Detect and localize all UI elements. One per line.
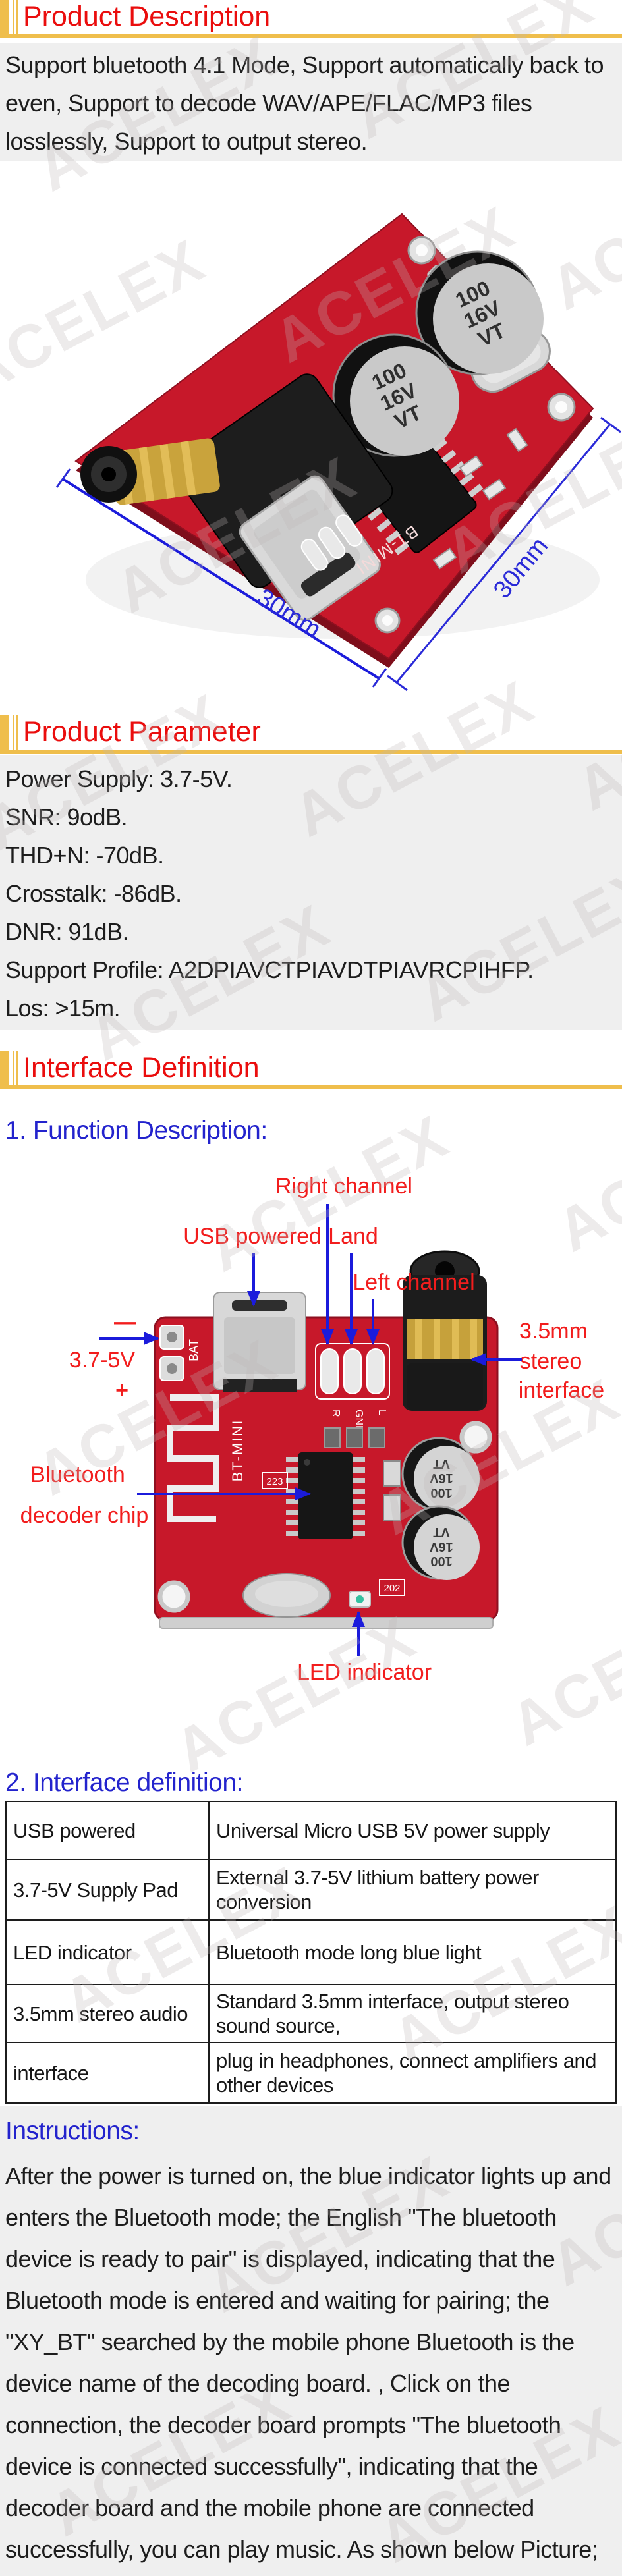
parameter-item: Support Profile: A2DPIAVCTPIAVDTPIAVRCPI… <box>5 956 534 983</box>
gold-underline <box>0 1085 622 1089</box>
gold-accent-line <box>13 0 14 34</box>
silkscreen-board-name: BT-MINI <box>229 1419 246 1482</box>
interface-definition-heading: 2. Interface definition: <box>5 1768 243 1797</box>
label-usb-powered: USB powered <box>183 1224 322 1249</box>
label-supply-plus: + <box>115 1378 128 1403</box>
parameter-item: DNR: 91dB. <box>5 918 129 945</box>
gold-accent-line <box>13 1051 14 1085</box>
mounting-holes <box>157 1421 492 1613</box>
table-cell: Standard 3.5mm interface, output stereo … <box>208 1984 617 2043</box>
parameter-item: SNR: 9odB. <box>5 804 128 831</box>
section-header-parameter: Product Parameter <box>0 715 622 754</box>
gold-accent-bar <box>0 0 9 34</box>
capacitor: 100 16V VT <box>401 1505 480 1580</box>
table-cell: interface <box>5 2042 210 2104</box>
product-photo: 100 16V VT 100 16V VT <box>55 213 621 692</box>
gold-underline <box>0 750 622 754</box>
instructions-heading: Instructions: <box>5 2117 140 2145</box>
gold-accent-bar <box>0 1051 9 1085</box>
function-description-heading: 1. Function Description: <box>5 1116 268 1145</box>
led-component <box>349 1591 371 1608</box>
section-title: Product Description <box>23 1 271 32</box>
parameter-item: Crosstalk: -86dB. <box>5 880 182 907</box>
pcb-edge <box>159 1617 494 1629</box>
pad-label: R <box>330 1410 341 1417</box>
gold-accent-line <box>16 715 18 750</box>
section-header-description: Product Description <box>0 0 622 38</box>
label-stereo-line1: 3.5mm <box>519 1319 588 1344</box>
silkscreen-223: 223 <box>266 1476 283 1487</box>
label-stereo-line3: interface <box>519 1378 604 1403</box>
label-supply-pad: 3.7-5V <box>69 1348 135 1373</box>
parameter-item: THD+N: -70dB. <box>5 842 164 869</box>
gold-accent-line <box>16 0 18 34</box>
audio-jack <box>80 373 393 588</box>
capacitor: 100 16V VT <box>415 250 544 375</box>
instructions-section: Instructions: After the power is turned … <box>0 2106 622 2576</box>
capacitor: 100 16V VT <box>401 1437 480 1512</box>
solder-pads <box>300 514 363 571</box>
table-cell: plug in headphones, connect amplifiers a… <box>208 2042 617 2104</box>
gold-accent-line <box>13 715 14 750</box>
table-cell: 3.7-5V Supply Pad <box>5 1859 210 1921</box>
battery-pads: BAT <box>159 1325 200 1381</box>
label-right-channel: Right channel <box>275 1174 412 1199</box>
mounting-holes <box>374 236 576 634</box>
gold-underline <box>0 34 622 38</box>
instructions-text: After the power is turned on, the blue i… <box>5 2162 611 2563</box>
capacitor-label: 100 <box>430 1485 452 1500</box>
table-row: USB powered Universal Micro USB 5V power… <box>5 1801 617 1860</box>
label-led-indicator: LED indicator <box>297 1660 432 1685</box>
silkscreen-202: 202 <box>383 1583 400 1594</box>
micro-usb-connector <box>213 1292 306 1392</box>
table-row: 3.7-5V Supply Pad External 3.7-5V lithiu… <box>5 1859 617 1921</box>
parameter-list: Power Supply: 3.7-5V. SNR: 9odB. THD+N: … <box>0 755 622 1030</box>
smd-components <box>432 427 528 570</box>
description-text: Support bluetooth 4.1 Mode, Support auto… <box>0 43 622 161</box>
table-cell: External 3.7-5V lithium battery power co… <box>208 1859 617 1921</box>
smd-components: 223 202 <box>262 1427 405 1596</box>
capacitor: 100 16V VT <box>332 333 459 457</box>
capacitor-label: 100 <box>430 1554 452 1568</box>
function-diagram: R GND L BAT BT-MINI <box>20 1174 605 1685</box>
table-row: 3.5mm stereo audio Standard 3.5mm interf… <box>5 1984 617 2043</box>
gold-accent-line <box>16 1051 18 1085</box>
table-cell: USB powered <box>5 1801 210 1860</box>
parameter-item: Los: >15m. <box>5 995 121 1022</box>
pad-label: GND <box>353 1410 364 1433</box>
audio-jack <box>403 1250 487 1411</box>
section-title: Interface Definition <box>23 1052 260 1083</box>
table-row: LED indicator Bluetooth mode long blue l… <box>5 1919 617 1985</box>
table-row: interface plug in headphones, connect am… <box>5 2042 617 2104</box>
gold-accent-bar <box>0 715 9 750</box>
antenna-trace <box>167 1394 219 1522</box>
pad-label: L <box>376 1410 387 1415</box>
capacitor-label: 16V <box>430 1471 453 1485</box>
crystal-oscillator <box>242 1573 331 1618</box>
section-header-interface: Interface Definition <box>0 1051 622 1089</box>
parameter-item: Power Supply: 3.7-5V. <box>5 765 233 792</box>
table-cell: LED indicator <box>5 1919 210 1985</box>
label-stereo-line2: stereo <box>520 1349 582 1374</box>
table-cell: 3.5mm stereo audio <box>5 1984 210 2043</box>
capacitor-label: VT <box>433 1525 450 1539</box>
label-left-channel: Left channel <box>353 1270 474 1295</box>
label-decoder-line2: decoder chip <box>20 1503 149 1528</box>
interface-table: USB powered Universal Micro USB 5V power… <box>5 1801 617 2104</box>
capacitor-label: VT <box>433 1456 450 1471</box>
section-title: Product Parameter <box>23 716 261 748</box>
capacitor-label: 16V <box>430 1539 453 1554</box>
decoder-chip <box>286 1452 365 1539</box>
label-land: Land <box>328 1224 378 1249</box>
silkscreen-bat: BAT <box>187 1339 200 1361</box>
output-pads: R GND L <box>315 1343 390 1433</box>
table-cell: Universal Micro USB 5V power supply <box>208 1801 617 1860</box>
label-supply-minus: — <box>114 1309 136 1334</box>
table-cell: Bluetooth mode long blue light <box>208 1919 617 1985</box>
label-decoder-line1: Bluetooth <box>30 1462 125 1487</box>
